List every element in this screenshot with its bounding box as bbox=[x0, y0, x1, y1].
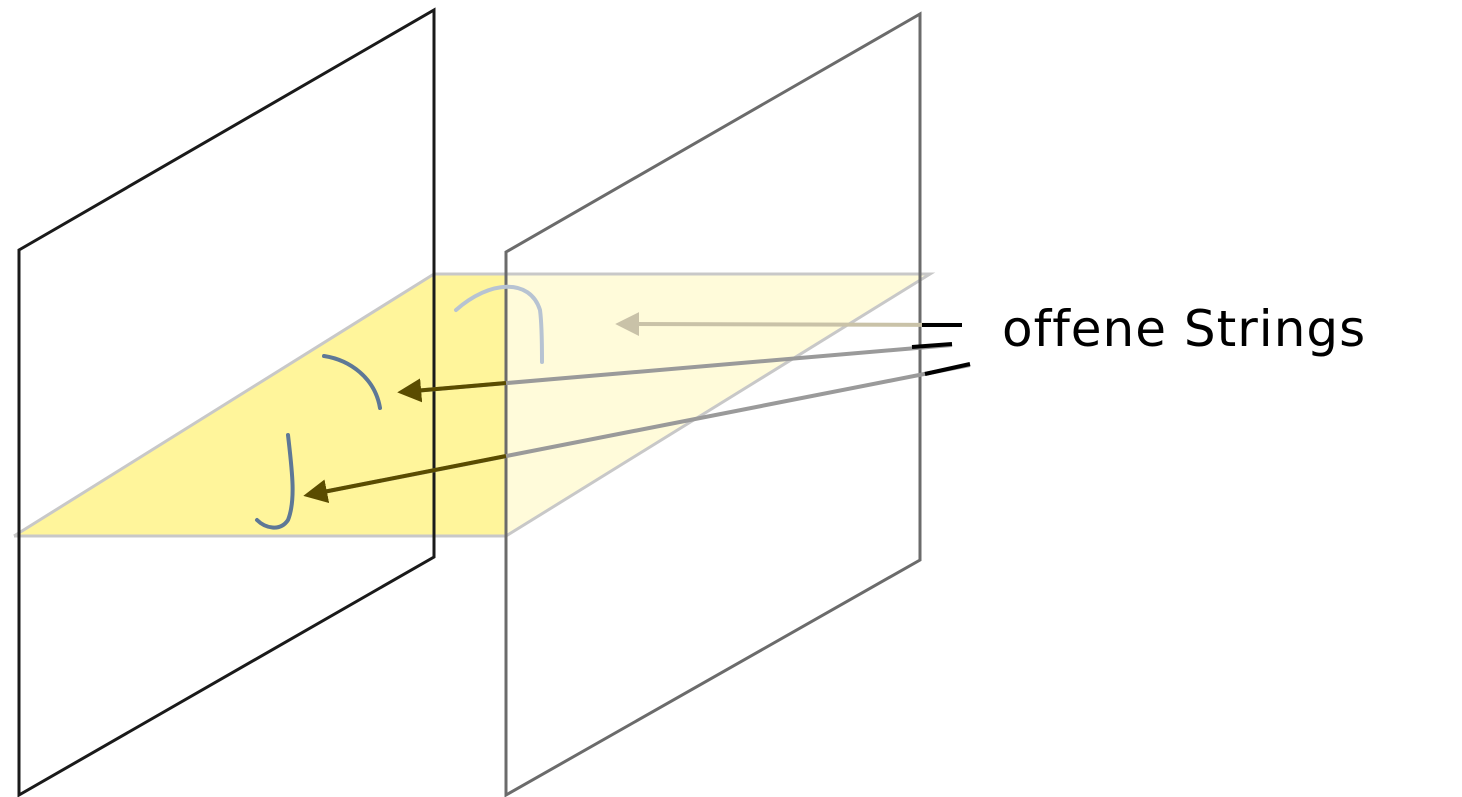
label-tick-lower bbox=[924, 362, 971, 376]
pointer-line-middle-arrow bbox=[397, 378, 507, 403]
open-strings-label: offene Strings bbox=[1002, 300, 1366, 358]
pointer-line-top bbox=[615, 312, 961, 337]
open-string-middle bbox=[322, 354, 382, 410]
open-string-lower bbox=[255, 433, 295, 530]
front-brane-plane bbox=[17, 7, 436, 797]
pointer-line-lower-arrow bbox=[303, 454, 507, 504]
connecting-sheet-outline bbox=[13, 272, 936, 538]
open-string-faded bbox=[454, 284, 544, 364]
back-brane-plane bbox=[504, 11, 922, 797]
connecting-sheet-front bbox=[14, 274, 506, 536]
label-tick-middle bbox=[911, 342, 953, 349]
